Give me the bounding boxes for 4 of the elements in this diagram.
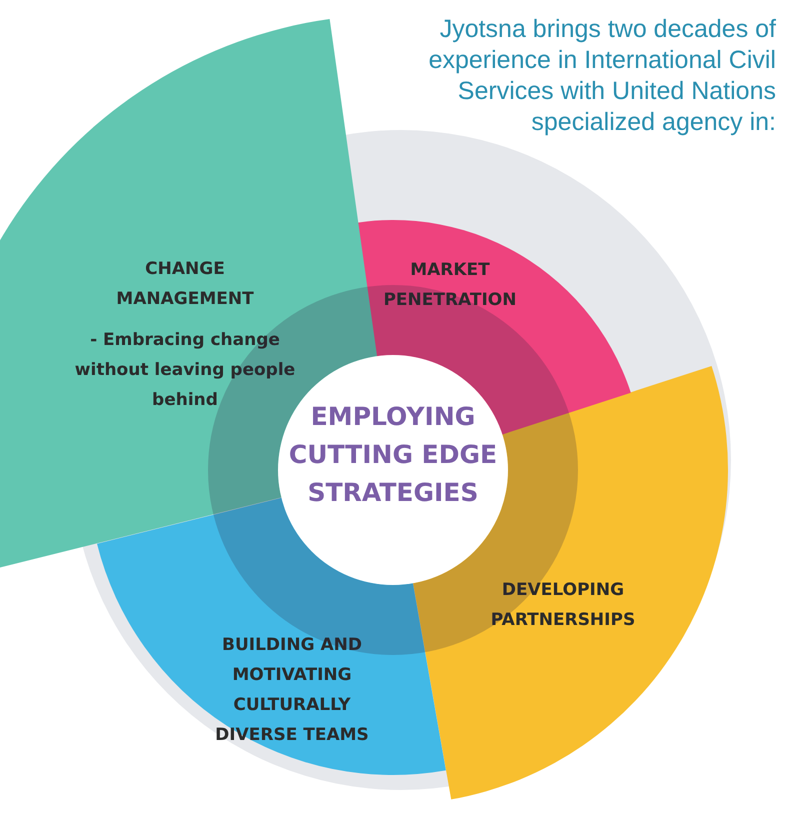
segment-label: CHANGE MANAGEMENT [115,258,255,311]
segment-label: MARKET PENETRATION [382,259,518,312]
heading: Jyotsna brings two decades of experience in International Civil Services with United Nations specialized agency in: [428,14,776,138]
segment-label: DEVELOPING PARTNERSHIPS [490,578,636,632]
